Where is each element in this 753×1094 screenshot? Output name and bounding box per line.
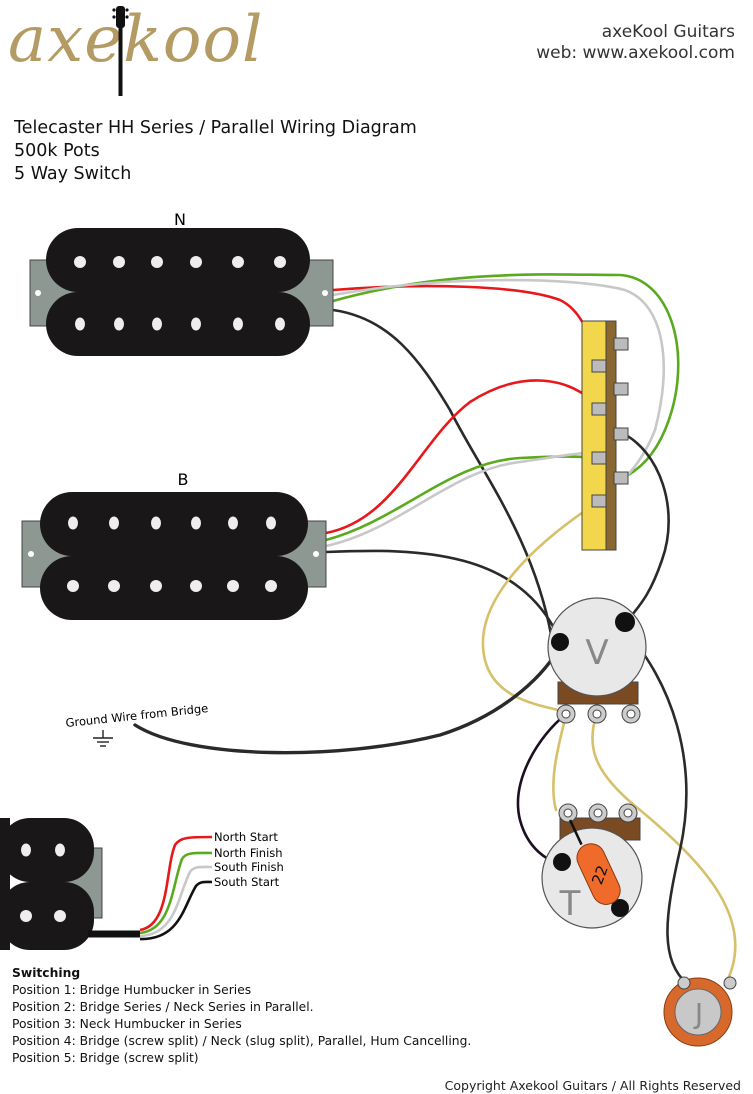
volume-purple-wire bbox=[516, 713, 567, 867]
copyright-notice: Copyright Axekool Guitars / All Rights R… bbox=[444, 1078, 741, 1093]
volume-pot bbox=[547, 597, 647, 724]
neck-white-wire bbox=[331, 278, 665, 482]
bridge-red-wire bbox=[324, 379, 602, 535]
capacitor-label: 22 bbox=[588, 863, 611, 887]
bridge-screw-poles bbox=[67, 580, 277, 592]
diagram-titles: Telecaster HH Series / Parallel Wiring D… bbox=[14, 117, 417, 185]
bridge-black-wire bbox=[324, 549, 562, 642]
wires bbox=[133, 273, 737, 987]
bridge-green-wire bbox=[324, 455, 602, 542]
five-way-switch bbox=[581, 320, 629, 551]
neck-screw-poles bbox=[74, 256, 286, 268]
pots-spec: 500k Pots bbox=[14, 140, 100, 161]
bridge-label: B bbox=[178, 470, 189, 489]
switch-spec: 5 Way Switch bbox=[14, 163, 132, 184]
company-web: web: www.axekool.com bbox=[536, 43, 735, 64]
switching-heading: Switching bbox=[12, 966, 81, 980]
switch-tan-wire bbox=[481, 500, 600, 714]
guitar-headstock-icon bbox=[112, 6, 129, 96]
volume-label: V bbox=[585, 633, 608, 673]
bridge-humbucker bbox=[21, 492, 327, 620]
capacitor-icon bbox=[568, 819, 621, 905]
switch-position-1: Position 1: Bridge Humbucker in Series bbox=[12, 982, 252, 997]
neck-label: N bbox=[174, 210, 186, 229]
output-jack bbox=[663, 976, 737, 1047]
switch-position-4: Position 4: Bridge (screw split) / Neck … bbox=[12, 1033, 472, 1048]
bridge-white-wire bbox=[324, 450, 602, 548]
bridge-slug-poles bbox=[68, 516, 276, 530]
switching-notes: Switching Position 1: Bridge Humbucker i… bbox=[12, 965, 471, 1067]
tone-lugs bbox=[558, 803, 638, 823]
company-info: axeKool Guitars web: www.axekool.com bbox=[536, 22, 735, 65]
neck-green-wire bbox=[331, 273, 680, 480]
jack-label: J bbox=[693, 997, 703, 1030]
switch-position-5: Position 5: Bridge (screw split) bbox=[12, 1050, 199, 1065]
ground-icon bbox=[93, 730, 113, 747]
tone-pot bbox=[541, 803, 643, 929]
legend-south-start: South Start bbox=[214, 875, 280, 889]
volume-lugs bbox=[556, 704, 641, 724]
company-name: axeKool Guitars bbox=[601, 22, 735, 42]
neck-slug-poles bbox=[75, 317, 285, 331]
volume-to-tone-tan bbox=[552, 713, 568, 812]
axekool-logo: axekool bbox=[8, 3, 264, 77]
neck-red-wire bbox=[331, 284, 602, 368]
legend-wires bbox=[139, 835, 213, 941]
diagram-title: Telecaster HH Series / Parallel Wiring D… bbox=[14, 118, 417, 138]
switch-black-wire bbox=[618, 430, 670, 622]
legend-north-finish: North Finish bbox=[214, 846, 283, 860]
legend-south-finish: South Finish bbox=[214, 860, 284, 874]
volume-to-jack-black bbox=[623, 628, 690, 987]
tone-label: T bbox=[559, 884, 581, 924]
legend-north-start: North Start bbox=[214, 830, 278, 844]
switch-position-2: Position 2: Bridge Series / Neck Series … bbox=[12, 999, 314, 1014]
neck-humbucker bbox=[29, 228, 334, 356]
volume-to-jack-tan bbox=[591, 713, 737, 987]
ground-wire bbox=[133, 648, 560, 755]
legend-humbucker bbox=[0, 818, 140, 950]
neck-black-wire bbox=[331, 308, 554, 642]
switch-position-3: Position 3: Neck Humbucker in Series bbox=[12, 1016, 242, 1031]
